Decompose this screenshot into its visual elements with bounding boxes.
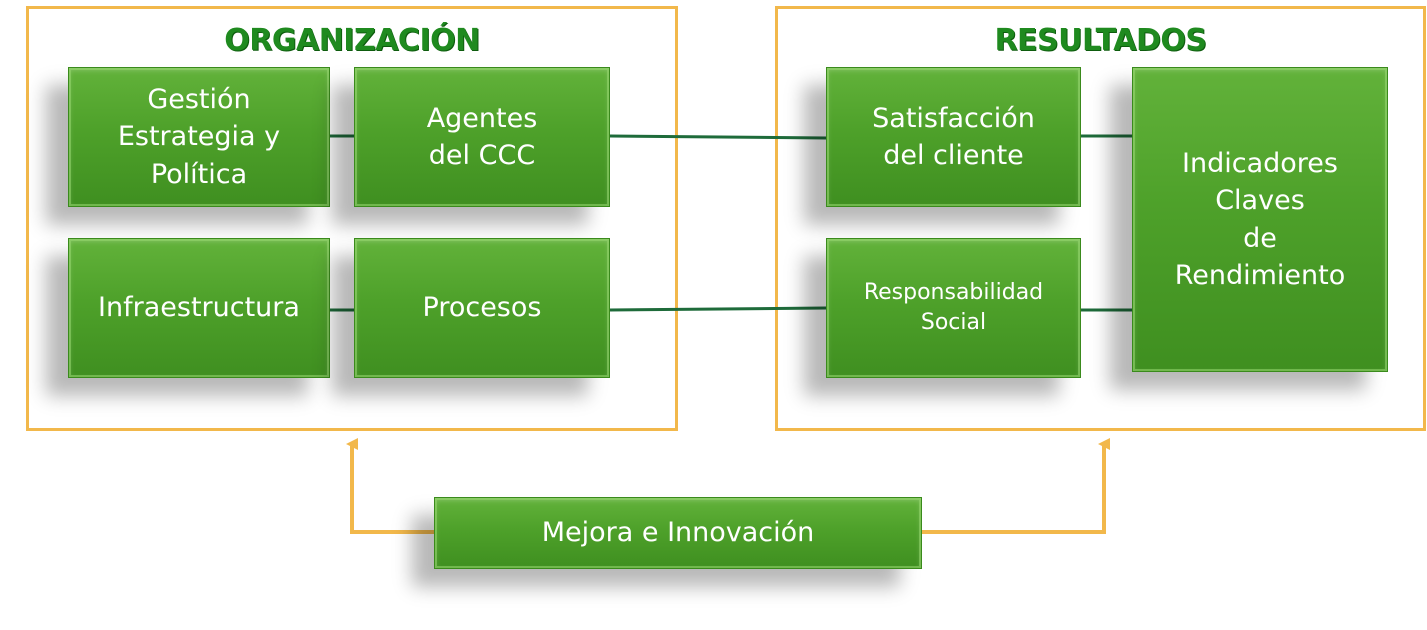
box-gestion-label: Gestión Estrategia y Política [117, 84, 281, 190]
box-infraestructura: Infraestructura [68, 238, 330, 378]
box-gestion-estrategia-politica: Gestión Estrategia y Política [68, 67, 330, 207]
box-procesos: Procesos [354, 238, 610, 378]
box-indicadores-claves: Indicadores Claves de Rendimiento [1132, 67, 1388, 372]
box-agentes-ccc: Agentes del CCC [354, 67, 610, 207]
box-mejora-innovacion: Mejora e Innovación [434, 497, 922, 569]
box-procesos-label: Procesos [422, 292, 542, 324]
box-mejora-label: Mejora e Innovación [541, 517, 815, 549]
box-satisfaccion-cliente: Satisfacción del cliente [826, 67, 1081, 207]
box-infraestructura-label: Infraestructura [98, 292, 300, 324]
box-responsabilidad-label: Responsabilidad Social [863, 279, 1044, 335]
connector-procesos-responsabilidad [609, 306, 827, 312]
box-indicadores-label: Indicadores Claves de Rendimiento [1174, 148, 1346, 291]
resultados-title: RESULTADOS [994, 23, 1207, 58]
arrow-mejora-resultados [922, 438, 1110, 534]
organizacion-title: ORGANIZACIÓN [224, 23, 480, 58]
arrow-mejora-organizacion [346, 438, 434, 534]
box-satisfaccion-label: Satisfacción del cliente [872, 102, 1035, 171]
connector-agentes-satisfaccion [609, 134, 827, 140]
box-responsabilidad-social: Responsabilidad Social [826, 238, 1081, 378]
box-agentes-label: Agentes del CCC [426, 102, 538, 171]
